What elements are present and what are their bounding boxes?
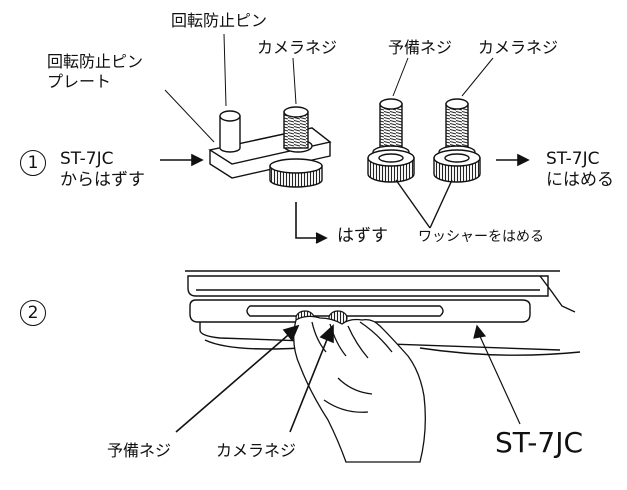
spare-screw-part xyxy=(367,98,415,183)
label-anti-rotation-pin: 回転防止ピン xyxy=(171,11,268,30)
washer-pointer xyxy=(395,179,453,229)
camera-screw-on-plate xyxy=(269,106,323,188)
label-from-action: からはずす xyxy=(60,170,145,190)
remove-arrow xyxy=(295,202,328,244)
device-pointer xyxy=(473,324,521,425)
label-camera-screw-right: カメラネジ xyxy=(478,38,559,57)
label-device-step2: ST-7JC xyxy=(495,426,584,459)
step-1-number: 1 xyxy=(20,150,46,176)
label-from-device: ST-7JC xyxy=(60,149,114,169)
label-spare-screw-step2: 予備ネジ xyxy=(107,441,172,460)
label-spare-screw: 予備ネジ xyxy=(388,38,453,57)
label-washer: ワッシャーをはめる xyxy=(418,229,544,245)
arrow-to xyxy=(496,153,530,167)
anti-rotation-pin xyxy=(219,110,241,153)
label-camera-screw-step2: カメラネジ xyxy=(216,441,297,460)
label-pin-plate-line1: 回転防止ピン xyxy=(47,52,144,71)
label-to-action: にはめる xyxy=(546,170,614,190)
camera-screw-part xyxy=(433,98,481,183)
arrow-camera-screw xyxy=(289,324,334,433)
st7jc-device xyxy=(185,270,581,356)
label-camera-screw-left: カメラネジ xyxy=(257,38,338,57)
hand-illustration xyxy=(293,315,426,463)
label-pin-plate-line2: プレート xyxy=(47,72,112,91)
arrow-spare-screw xyxy=(175,324,300,433)
step-2-number: 2 xyxy=(20,300,46,326)
label-remove: はずす xyxy=(337,226,388,246)
arrow-from xyxy=(160,153,204,167)
label-to-device: ST-7JC xyxy=(546,149,600,169)
leader-lines xyxy=(164,33,494,143)
